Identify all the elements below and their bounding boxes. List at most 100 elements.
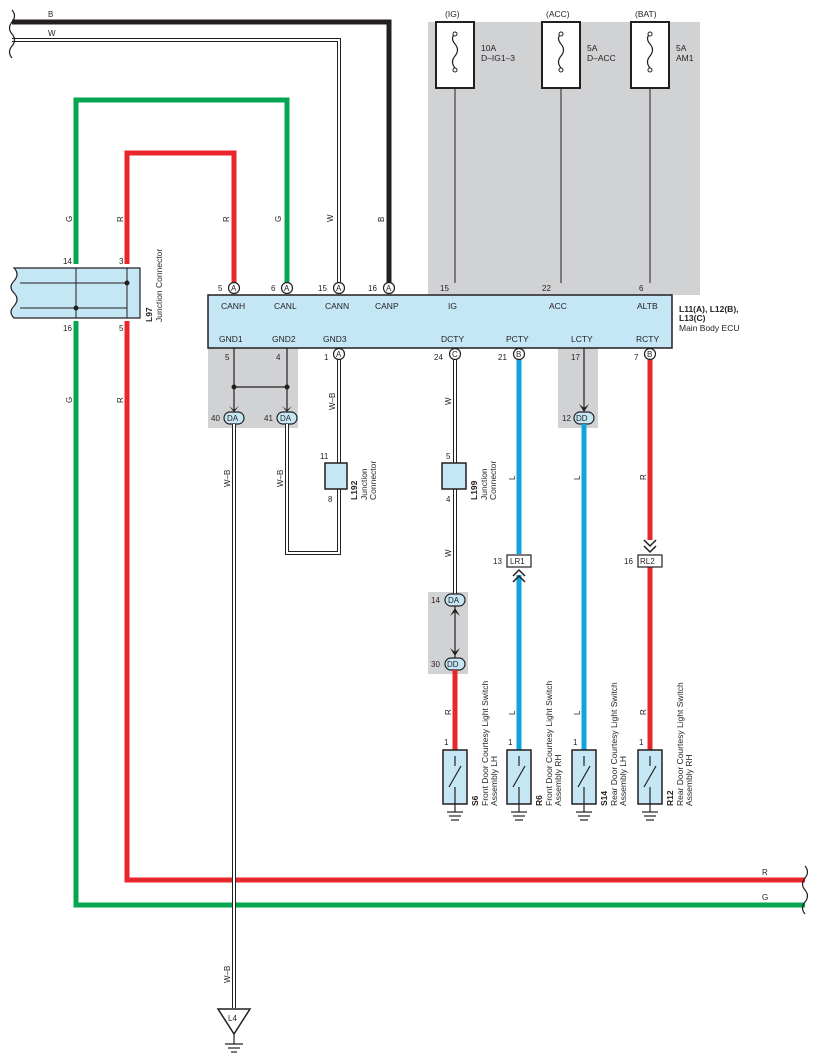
l97-junction-connector xyxy=(10,267,141,319)
ecu-pin-canh: 5 xyxy=(218,284,223,293)
switch-s14-line2: Assembly LH xyxy=(618,756,628,806)
wire-g-canl xyxy=(73,97,290,283)
l192-junction-connector xyxy=(324,462,348,490)
wire-l-lcty-label-2: L xyxy=(573,710,582,715)
fuse-acc xyxy=(541,21,581,283)
fuse-bat-amp: 5A xyxy=(676,43,687,53)
ecu-pin-gnd3: 1 xyxy=(324,353,329,362)
l192-pin-bot: 8 xyxy=(328,495,333,504)
wire-wb-label-1: W–B xyxy=(223,470,232,487)
connector-lr1 xyxy=(506,554,532,568)
l97-code: L97 xyxy=(144,307,154,322)
l192-name-1: Junction xyxy=(359,468,369,500)
l97-pin-3: 3 xyxy=(119,257,124,266)
ground-l4 xyxy=(216,1008,252,1053)
l192-pin-top: 11 xyxy=(320,452,329,461)
switch-r12 xyxy=(637,749,663,821)
ecu-title-2: L13(C) xyxy=(679,313,706,323)
conn-dd-label-1: DD xyxy=(447,660,459,669)
switch-s6 xyxy=(442,749,468,821)
ecu-term-canp: CANP xyxy=(375,301,399,311)
wire-g-label-4: G xyxy=(762,893,768,902)
gnd1-gnd2-wiring xyxy=(229,348,292,412)
wire-r-label-2: R xyxy=(222,216,231,222)
ecu-term-gnd1: GND1 xyxy=(219,334,243,344)
ecu-term-gnd2: GND2 xyxy=(272,334,296,344)
ecu-term-altb: ALTB xyxy=(637,301,658,311)
l192-code: L192 xyxy=(349,480,359,500)
wire-wb-loop-inner xyxy=(286,360,340,554)
fuse-ig-source: (IG) xyxy=(445,9,460,19)
conn-dd-label-2: DD xyxy=(576,414,588,423)
ecu-conn-cann: A xyxy=(336,284,342,293)
l199-code: L199 xyxy=(469,480,479,500)
wire-wb-label-3: W–B xyxy=(328,393,337,410)
switch-s14 xyxy=(571,749,597,821)
lr1-chevron xyxy=(512,568,526,583)
fuse-ig xyxy=(435,21,475,283)
ecu-conn-canl: A xyxy=(284,284,290,293)
fuse-bat-source: (BAT) xyxy=(635,9,657,19)
wire-r-label-1: R xyxy=(116,216,125,222)
ecu-pin-canp: 16 xyxy=(368,284,377,293)
l97-name: Junction Connector xyxy=(154,249,164,322)
l97-pin-16: 16 xyxy=(63,324,72,333)
wire-g-label-2: G xyxy=(274,216,283,222)
ecu-pin-rcty: 7 xyxy=(634,353,639,362)
wire-r-canh xyxy=(124,150,237,283)
l199-name-1: Junction xyxy=(479,468,489,500)
fuse-ig-amp: 10A xyxy=(481,43,496,53)
wire-wb-label-4: W–B xyxy=(223,966,232,983)
ecu-pin-ig: 15 xyxy=(440,284,449,293)
wire-g-label-1: G xyxy=(65,216,74,222)
lcty-wiring xyxy=(579,348,589,412)
ecu-conn-canp: A xyxy=(386,284,392,293)
conn-pin-41: 41 xyxy=(264,414,273,423)
ground-l4-code: L4 xyxy=(228,1014,237,1023)
fuse-acc-amp: 5A xyxy=(587,43,598,53)
ecu-title: L11(A), L12(B), xyxy=(679,304,739,314)
switch-r12-line2: Assembly RH xyxy=(684,755,694,806)
wire-r-lower xyxy=(124,321,805,883)
ecu-term-pcty: PCTY xyxy=(506,334,529,344)
break-mark-right xyxy=(801,865,809,915)
l199-pin-top: 5 xyxy=(446,452,451,461)
conn-da-label-1: DA xyxy=(227,414,239,423)
switch-r6-code: R6 xyxy=(534,795,544,806)
ecu-term-canl: CANL xyxy=(274,301,297,311)
wire-b-label: B xyxy=(48,10,53,19)
wire-b-vert-label: B xyxy=(377,217,386,222)
break-mark-left xyxy=(8,9,16,59)
ecu-pin-dcty: 24 xyxy=(434,353,443,362)
ecu-term-canh: CANH xyxy=(221,301,245,311)
ecu-pin-altb: 6 xyxy=(639,284,644,293)
conn-da-label-3: DA xyxy=(448,596,460,605)
wire-w-dcty-label-2: W xyxy=(444,549,453,557)
ecu-pin-cann: 15 xyxy=(318,284,327,293)
conn-rl2-label: RL2 xyxy=(640,557,655,566)
ecu-subtitle: Main Body ECU xyxy=(679,323,739,333)
ecu-term-gnd3: GND3 xyxy=(323,334,347,344)
ecu-conn-pcty: B xyxy=(516,350,521,359)
switch-r6-line2: Assembly RH xyxy=(553,755,563,806)
ecu-pin-lcty: 17 xyxy=(571,353,580,362)
ecu-pin-pcty: 21 xyxy=(498,353,507,362)
ecu-pin-gnd2: 4 xyxy=(276,353,281,362)
l97-pin-5: 5 xyxy=(119,324,124,333)
ecu-conn-canh: A xyxy=(231,284,237,293)
ecu-bottom-connectors xyxy=(332,347,657,361)
conn-pin-12: 12 xyxy=(562,414,571,423)
conn-da-label-2: DA xyxy=(280,414,292,423)
main-body-ecu xyxy=(207,294,673,349)
wire-l-pcty-label-1: L xyxy=(508,475,517,480)
wire-w-top-outer xyxy=(12,38,341,283)
wire-w-label: W xyxy=(48,29,56,38)
switch-r12-line1: Rear Door Courtesy Light Switch xyxy=(675,682,685,806)
ecu-term-cann: CANN xyxy=(325,301,349,311)
fuse-bat xyxy=(630,21,670,283)
ecu-pin-acc: 22 xyxy=(542,284,551,293)
connector-rl2 xyxy=(637,554,663,568)
ecu-term-ig: IG xyxy=(448,301,457,311)
wire-w-vert-label: W xyxy=(326,214,335,222)
